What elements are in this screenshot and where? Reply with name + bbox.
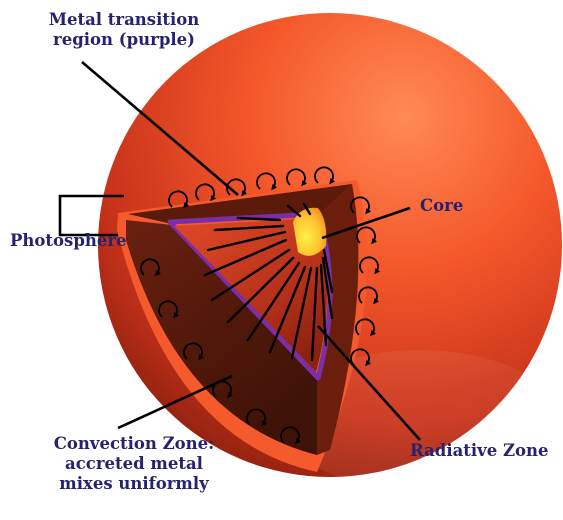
- radial-line-icon: [236, 216, 282, 222]
- leader-lines-group: [58, 61, 421, 441]
- label-convection-line1: Convection Zone:: [53, 434, 215, 453]
- curl-arrow-icon: [226, 178, 248, 197]
- radial-line-icon: [286, 204, 302, 218]
- curl-arrow-icon: [183, 342, 205, 361]
- leader-convection: [117, 374, 233, 430]
- radial-line-icon: [319, 263, 328, 347]
- label-photosphere: Photosphere: [10, 231, 127, 250]
- convection-arrows-group: [140, 166, 381, 445]
- radial-line-icon: [268, 265, 307, 354]
- label-radiative-zone: Radiative Zone: [410, 441, 549, 460]
- curl-arrow-icon: [158, 300, 180, 319]
- radiative-lines-group: [203, 202, 334, 362]
- radial-line-icon: [226, 256, 295, 324]
- label-metal-transition-line2: region (purple): [53, 30, 195, 49]
- label-convection-line3: mixes uniformly: [59, 474, 209, 493]
- leader-metal-transition: [81, 61, 239, 196]
- leader-core: [321, 206, 411, 240]
- radial-line-icon: [290, 266, 313, 360]
- label-convection-zone: Convection Zone: accreted metal mixes un…: [50, 434, 218, 494]
- core-region: [293, 207, 327, 256]
- curl-arrow-icon: [246, 408, 268, 427]
- curl-arrow-icon: [358, 286, 380, 305]
- radial-line-icon: [321, 256, 334, 320]
- convection-zone-left-face: [126, 220, 317, 455]
- radial-line-icon: [302, 202, 312, 216]
- curl-arrow-icon: [356, 226, 378, 245]
- curl-arrow-icon: [350, 196, 372, 215]
- radial-line-icon: [203, 238, 288, 277]
- curl-arrow-icon: [286, 168, 308, 187]
- curl-arrow-icon: [168, 190, 190, 209]
- curl-arrow-icon: [350, 348, 372, 367]
- radial-line-icon: [206, 230, 287, 252]
- label-convection-line2: accreted metal: [65, 454, 203, 473]
- radial-line-icon: [210, 248, 291, 302]
- radial-line-icon: [322, 248, 334, 294]
- curl-arrow-icon: [314, 166, 336, 185]
- radial-line-icon: [246, 261, 301, 342]
- sphere-dither-highlight: [280, 350, 560, 490]
- curl-arrow-icon: [256, 172, 278, 191]
- label-metal-transition: Metal transition region (purple): [44, 10, 204, 50]
- curl-arrow-icon: [195, 183, 217, 202]
- cutaway-wedge-group: [117, 180, 368, 472]
- curl-arrow-icon: [280, 426, 302, 445]
- curl-arrow-icon: [355, 318, 377, 337]
- curl-arrow-icon: [359, 256, 381, 275]
- label-metal-transition-line1: Metal transition: [48, 10, 200, 29]
- radial-line-icon: [310, 266, 319, 362]
- label-core: Core: [420, 196, 464, 215]
- radiative-zone-wedge: [174, 218, 327, 372]
- radial-line-icon: [213, 224, 285, 232]
- leader-radiative: [317, 325, 421, 441]
- curl-arrow-icon: [140, 258, 162, 277]
- leader-photosphere: [58, 194, 124, 237]
